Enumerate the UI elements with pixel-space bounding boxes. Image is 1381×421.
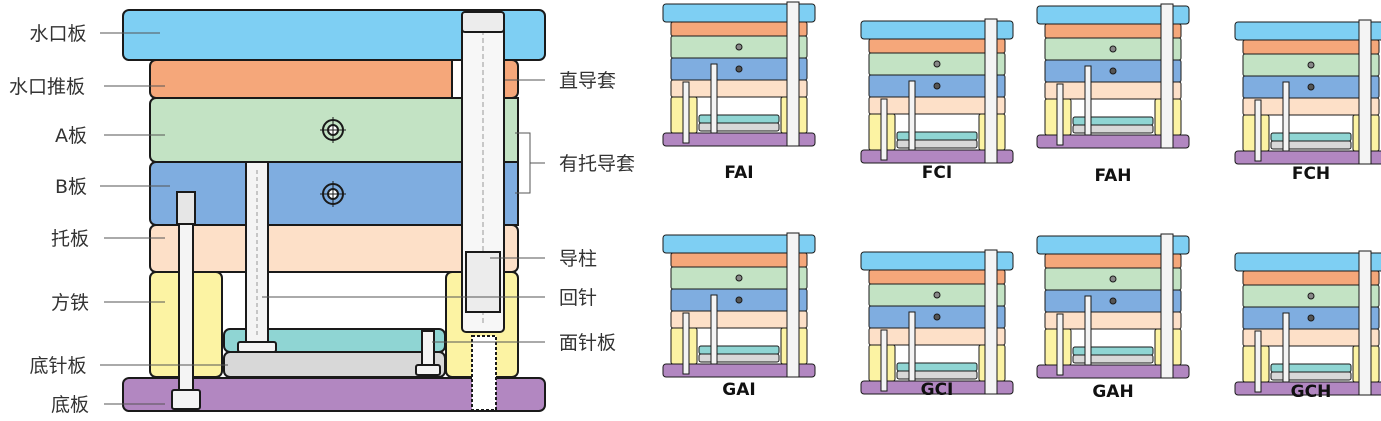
label-a-plate: A板 bbox=[55, 125, 87, 147]
thumbnail-label: GAH bbox=[1092, 382, 1133, 402]
label-clamp-plate: 底板 bbox=[51, 394, 89, 416]
guide-pin-cap bbox=[461, 11, 505, 33]
thumbnail-gah: GAH bbox=[1036, 233, 1190, 402]
right-labels: 直导套 有托导套 导柱 回针 面针板 bbox=[559, 70, 635, 354]
screw-left bbox=[178, 195, 194, 393]
thumbnail-label: FAI bbox=[724, 163, 753, 183]
sprue-plate bbox=[122, 9, 546, 61]
locating-mark-a bbox=[320, 117, 346, 143]
ejector-retainer-plate bbox=[223, 328, 446, 353]
ejector-screw-head bbox=[415, 364, 441, 376]
thumbnail-gci: GCI bbox=[860, 249, 1014, 400]
label-guide-pin: 导柱 bbox=[559, 248, 597, 270]
label-spacer-block: 方铁 bbox=[51, 292, 89, 314]
label-b-plate: B板 bbox=[55, 176, 87, 198]
ejector-bottom-plate bbox=[223, 351, 446, 378]
label-support-plate: 托板 bbox=[51, 228, 89, 250]
straight-guide-bushing bbox=[451, 59, 463, 99]
label-straight-bushing: 直导套 bbox=[559, 70, 616, 92]
screw-left-head bbox=[171, 389, 201, 410]
label-ejector-retainer: 面针板 bbox=[559, 332, 616, 354]
thumbnail-label: FAH bbox=[1094, 166, 1131, 186]
thumbnail-label: GCH bbox=[1291, 382, 1332, 402]
label-stripper-plate: 水口推板 bbox=[9, 76, 85, 98]
label-sprue-plate: 水口板 bbox=[29, 23, 86, 45]
right-leaders bbox=[262, 79, 545, 343]
thumbnail-fci: FCI bbox=[860, 18, 1014, 183]
thumbnail-label: FCI bbox=[922, 163, 952, 183]
thumbnail-fai: FAI bbox=[662, 1, 816, 183]
label-return-pin: 回针 bbox=[559, 287, 597, 309]
return-pin bbox=[245, 161, 269, 343]
thumbnail-label: FCH bbox=[1292, 164, 1330, 184]
thumbnail-grid: FAI FCI FAH FCH GAI GCI GAH GCH bbox=[662, 1, 1381, 402]
thumbnail-gai: GAI bbox=[662, 232, 816, 400]
screw-left-thread bbox=[176, 191, 196, 225]
thumbnail-gch: GCH bbox=[1234, 250, 1381, 402]
label-ejector-bottom: 底针板 bbox=[29, 355, 86, 377]
thumbnail-label: GCI bbox=[921, 380, 954, 400]
thumbnail-fah: FAH bbox=[1036, 3, 1190, 186]
left-labels: 水口板 水口推板 A板 B板 托板 方铁 底针板 底板 bbox=[9, 23, 89, 416]
left-leaders bbox=[100, 32, 228, 405]
locating-mark-b bbox=[320, 181, 346, 207]
thumbnail-fch: FCH bbox=[1234, 19, 1381, 184]
return-pin-head bbox=[237, 341, 277, 353]
label-shouldered-bushing: 有托导套 bbox=[559, 153, 635, 175]
ejector-screw bbox=[421, 330, 435, 368]
thumbnail-label: GAI bbox=[722, 380, 755, 400]
guide-pin-collar bbox=[465, 251, 501, 313]
guide-pin-bottom bbox=[471, 335, 497, 411]
main-assembly bbox=[122, 9, 546, 412]
